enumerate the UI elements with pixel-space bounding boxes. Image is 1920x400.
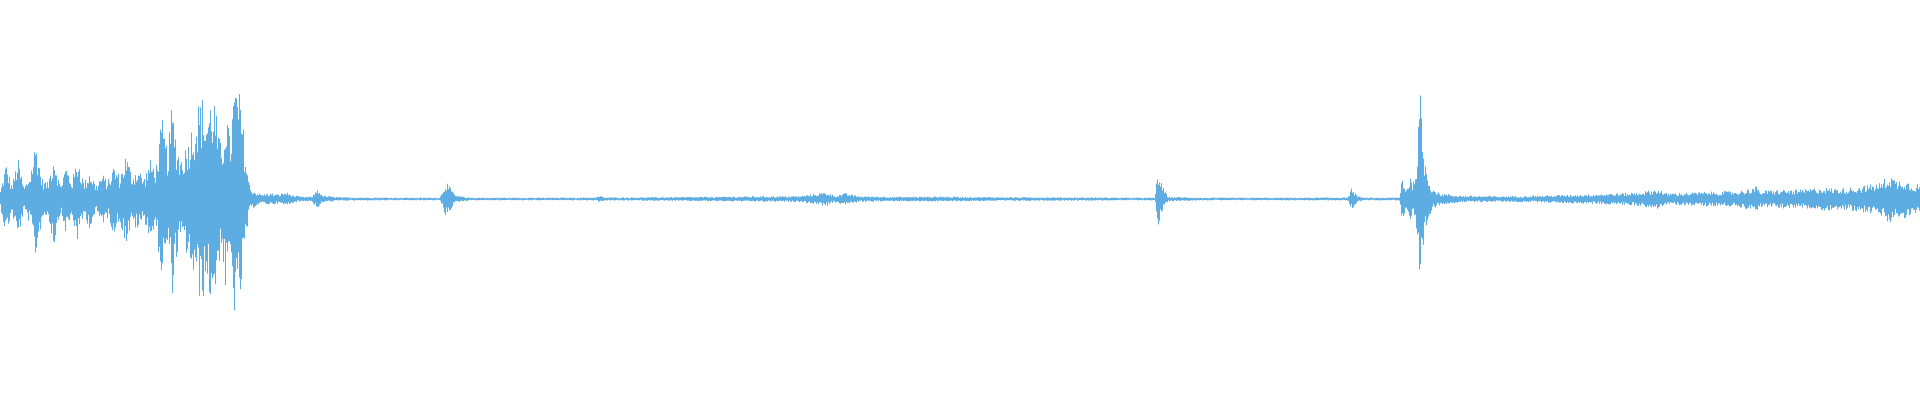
waveform-bars — [0, 94, 1920, 311]
waveform-samples — [0, 94, 1920, 311]
